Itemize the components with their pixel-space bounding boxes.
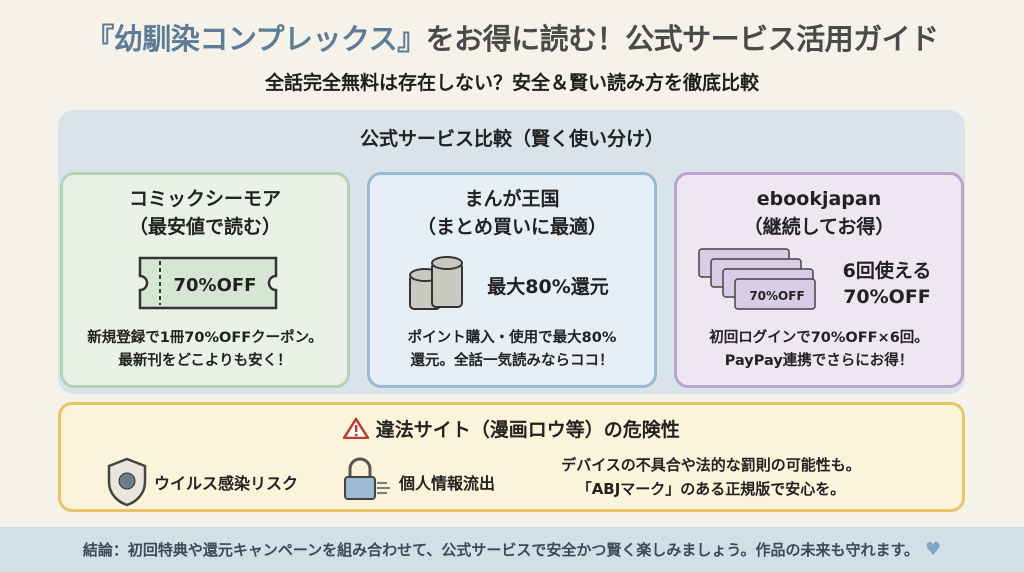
badge-line: 70%OFF <box>843 286 931 308</box>
risk-virus: ウイルス感染リスク <box>106 457 298 507</box>
card-tagline: （継続してお得） <box>743 216 895 238</box>
card-mangaoukoku: まんが王国 （まとめ買いに最適） 最大80%還元 ポイント購入・使用で最大80% 還… <box>367 172 657 388</box>
card-title: まんが王国 <box>464 188 560 210</box>
cashback-label: 最大80%還元 <box>487 275 608 298</box>
heart-icon: ♥ <box>924 539 942 560</box>
warning-note: デバイスの不具合や法的な罰則の可能性も。「ABJマーク」のある正規版で安心を。 <box>561 456 861 498</box>
virus-shield-icon <box>107 457 147 507</box>
card-title: コミックシーモア <box>128 188 281 210</box>
card-ebookjapan: ebookjapan （継続してお得） 70%OFF 6回使える 70%OFF 初… <box>674 172 964 388</box>
warning-heading: 違法サイト（漫画ロウ等）の危険性 <box>61 415 962 442</box>
risk-privacy: 個人情報流出 <box>341 457 495 507</box>
card-tagline: （最安値で読む） <box>128 216 281 238</box>
card-desc: 還元。全話一気読みならココ！ <box>410 353 614 369</box>
padlock-icon <box>344 457 390 500</box>
conclusion-bar: 結論：初回特典や還元キャンペーンを組み合わせて、公式サービスで安全かつ賢く楽しみ… <box>0 527 1024 572</box>
card-cmoa: コミックシーモア （最安値で読む） 70%OFF 新規登録で1冊70%OFFクーポ… <box>60 172 350 388</box>
warning-box: 違法サイト（漫画ロウ等）の危険性 ウイルス感染リスク 個人情報流出 デバイスの不… <box>58 402 965 512</box>
warning-triangle-icon <box>342 417 370 440</box>
page-title: 『幼馴染コンプレックス』をお得に読む！公式サービス活用ガイド <box>85 22 939 56</box>
card-desc: PayPay連携でさらにお得！ <box>724 353 914 369</box>
coupon-stack-icon: 70%OFF 6回使える 70%OFF <box>677 248 961 313</box>
card-title: ebookjapan <box>756 188 882 210</box>
badge-line: 6回使える <box>843 260 932 282</box>
coins-icon: 最大80%還元 <box>370 253 654 313</box>
card-desc: ポイント購入・使用で最大80% <box>407 330 617 346</box>
card-tagline: （まとめ買いに最適） <box>416 216 607 238</box>
coupon-label: 70%OFF <box>749 289 804 303</box>
conclusion-text: 結論：初回特典や還元キャンペーンを組み合わせて、公式サービスで安全かつ賢く楽しみ… <box>82 541 919 559</box>
subtitle: 全話完全無料は存在しない？安全＆賢い読み方を徹底比較 <box>264 72 759 94</box>
coupon-label: 70%OFF <box>174 275 257 296</box>
card-desc: 最新刊をどこよりも安く！ <box>118 353 292 369</box>
coupon-ticket-icon: 70%OFF <box>63 253 347 313</box>
card-desc: 初回ログインで70%OFF×6回。 <box>709 330 929 346</box>
comparison-heading: 公式サービス比較（賢く使い分け） <box>359 128 664 150</box>
card-desc: 新規登録で1冊70%OFFクーポン。 <box>87 330 323 346</box>
